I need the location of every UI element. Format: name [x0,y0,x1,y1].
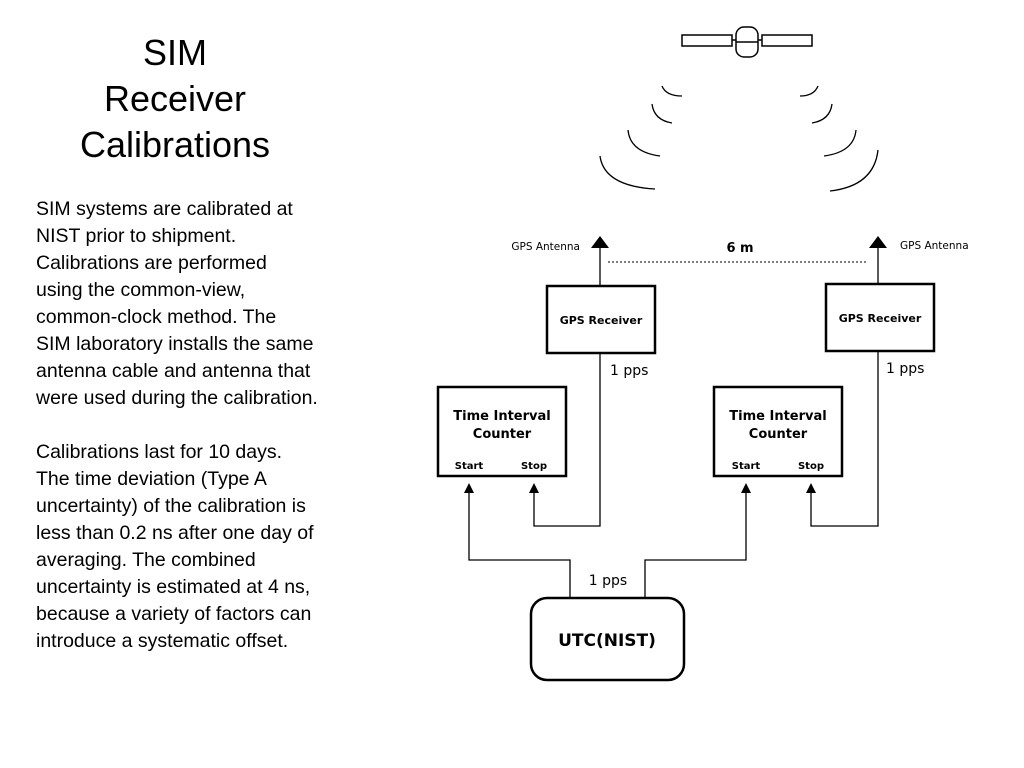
gps-receiver-right-label: GPS Receiver [839,312,922,325]
text-line: The time deviation (Type A [36,468,267,490]
text-line: Calibrations are performed [36,252,267,274]
text-line: were used during the calibration. [36,387,318,409]
counter-right-line2: Counter [749,427,808,442]
pps-right-label: 1 pps [886,361,924,377]
paragraph-2: Calibrations last for 10 days. The time … [36,439,376,655]
utc-nist-box [529,596,686,682]
baseline-label: 6 m [726,241,753,256]
text-line: Calibrations last for 10 days. [36,441,283,463]
text-line: less than 0.2 ns after one day of [36,522,314,544]
slide-title: SIM Receiver Calibrations [40,30,310,168]
counter-left-stop: Stop [521,461,547,472]
counter-right-start: Start [732,461,761,472]
text-line: because a variety of factors can [36,603,312,625]
satellite-icon [681,26,813,58]
stop-line-right [806,351,879,527]
counter-left-box [436,385,568,478]
text-line: using the common-view, [36,279,246,301]
counter-left-line2: Counter [473,427,532,442]
text-line: SIM systems are calibrated at [36,198,293,220]
counter-left-line1: Time Interval [453,409,550,424]
text-line: introduce a systematic offset. [36,630,289,652]
title-line-1: SIM [142,32,207,73]
title-line-3: Calibrations [79,124,271,165]
start-line-left [464,483,571,598]
text-line: antenna cable and antenna that [36,360,311,382]
pps-bottom-label: 1 pps [589,573,627,589]
text-line: SIM laboratory installs the same [36,333,314,355]
text-line: common-clock method. The [36,306,277,328]
text-line: NIST prior to shipment. [36,225,237,247]
counter-right-line1: Time Interval [729,409,826,424]
gps-receiver-left-label: GPS Receiver [560,314,643,327]
gps-receiver-right-box [824,282,936,353]
title-line-2: Receiver [103,78,247,119]
pps-left-label: 1 pps [610,363,648,379]
utc-nist-label: UTC(NIST) [558,631,656,651]
text-line: uncertainty) of the calibration is [36,495,306,517]
counter-right-box [712,385,844,478]
counter-right-stop: Stop [798,461,824,472]
antenna-right-label: GPS Antenna [900,240,969,252]
antenna-right-icon [869,236,887,248]
stop-line-left [529,353,601,527]
antenna-left-label: GPS Antenna [511,241,580,253]
start-line-right [644,483,751,598]
body-text: SIM systems are calibrated at NIST prior… [36,196,376,655]
paragraph-1: SIM systems are calibrated at NIST prior… [36,196,376,412]
text-line: averaging. The combined [36,549,256,571]
text-line: uncertainty is estimated at 4 ns, [36,576,311,598]
antenna-left-icon [591,236,609,248]
signal-waves-icon [599,85,879,192]
gps-receiver-left-box [545,284,657,355]
counter-left-start: Start [455,461,484,472]
